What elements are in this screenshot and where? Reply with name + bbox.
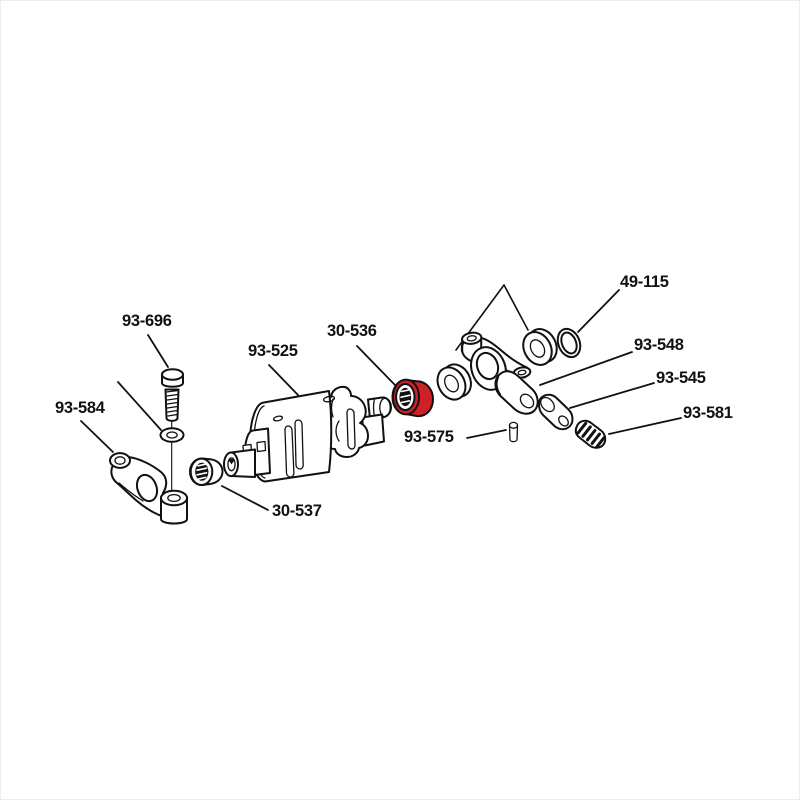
part-label-93-696: 93-696 — [122, 312, 172, 330]
bolt-head-top — [161, 368, 184, 381]
o-ring-inner — [560, 331, 578, 355]
camshaft-right-stub-end — [379, 397, 391, 418]
bearing-30-537-core — [195, 462, 209, 481]
leader-93-581 — [608, 417, 682, 435]
washer-right-hole — [529, 339, 546, 358]
part-label-93-584: 93-584 — [55, 399, 105, 417]
leader-lines — [80, 284, 682, 511]
camshaft-left-stub-hole-shade — [228, 458, 235, 465]
rocker-arm-left-contour — [118, 482, 144, 502]
leader-93-525 — [268, 364, 299, 396]
rocker-arm-left-hole — [135, 473, 159, 503]
rocker-arm-left-boss-top-hole — [114, 456, 126, 465]
rocker-arm-right-boss-top-hole — [466, 335, 477, 342]
rocker-arm-right-ring-inner — [475, 351, 500, 381]
pin-top — [508, 421, 519, 429]
part-label-30-536: 30-536 — [327, 322, 377, 340]
camshaft-barrel-slot-2 — [294, 419, 304, 470]
plunger-drawing — [538, 393, 574, 431]
spring-drawing — [574, 419, 607, 449]
plunger-bore — [558, 415, 569, 427]
leader-93-545 — [569, 382, 655, 409]
needle-bearing-highlighted-drawing — [391, 378, 434, 418]
pin-body — [508, 424, 519, 443]
rocker-arm-right-boss-right-hole — [517, 369, 527, 376]
bushing-93-548-joint-arc — [496, 376, 502, 396]
leader-30-536 — [356, 345, 396, 386]
leader-washer-93-696 — [117, 381, 162, 431]
camshaft-lobe-slot — [346, 408, 356, 450]
camshaft-barrel-slot-1 — [284, 425, 295, 478]
rocker-arm-right-drawing — [436, 328, 558, 415]
spring-coils — [576, 421, 606, 449]
bearing-30-536-needles — [400, 389, 411, 404]
part-label-93-581: 93-581 — [683, 404, 733, 422]
part-label-49-115: 49-115 — [620, 273, 669, 291]
bolt-drawing — [161, 368, 184, 422]
plunger-body — [538, 393, 574, 431]
pin-drawing — [508, 421, 519, 443]
bolt-thread-lines — [165, 389, 179, 417]
camshaft-pin-tab-right — [256, 440, 267, 453]
leader-49-115 — [577, 289, 620, 333]
bearing-30-537-needles — [196, 463, 208, 480]
needle-bearing-left-drawing — [189, 457, 224, 486]
camshaft-oil-hole-2 — [322, 395, 336, 403]
leader-30-537 — [221, 485, 269, 511]
bolt-washer-drawing — [159, 427, 185, 443]
bolt-shank — [164, 388, 180, 422]
bushing-93-548-bore — [519, 393, 535, 409]
leader-93-584 — [80, 420, 114, 453]
washer-left-hole — [443, 374, 460, 393]
part-label-93-548: 93-548 — [634, 336, 684, 354]
leader-93-575 — [466, 429, 507, 439]
plunger-left-face — [540, 396, 555, 413]
leader-93-548 — [539, 351, 633, 386]
camshaft-drawing — [223, 385, 392, 483]
camshaft-oil-hole-1 — [272, 415, 284, 422]
o-ring-drawing — [556, 327, 582, 359]
part-label-93-575: 93-575 — [404, 428, 454, 446]
part-label-30-537: 30-537 — [272, 502, 322, 520]
part-label-93-545: 93-545 — [656, 369, 706, 387]
rocker-arm-left-drawing — [109, 452, 188, 525]
leader-93-696 — [147, 334, 169, 368]
rocker-arm-left-boss-bottom-hole — [167, 493, 181, 503]
washer-hole — [166, 431, 178, 439]
part-label-93-525: 93-525 — [248, 342, 298, 360]
